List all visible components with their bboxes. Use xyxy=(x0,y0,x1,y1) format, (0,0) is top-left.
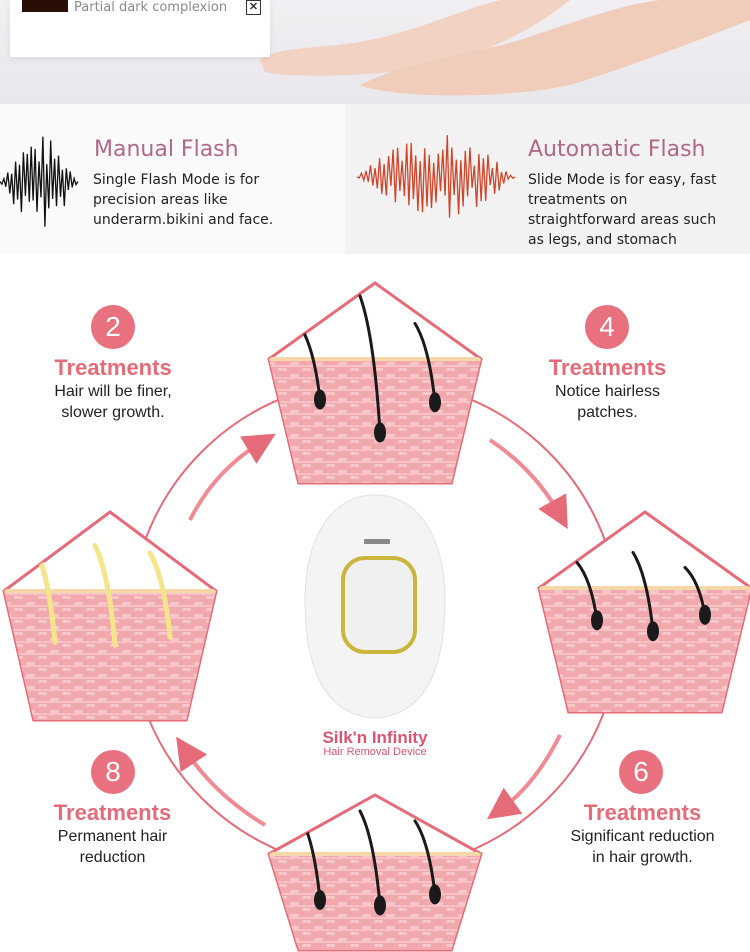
hair-follicle xyxy=(429,392,441,413)
arrow-icon xyxy=(486,734,562,820)
hair-follicle xyxy=(374,895,386,916)
desc-line: Notice hairless xyxy=(555,383,660,400)
step-title: Treatments xyxy=(54,355,172,380)
hair-strand xyxy=(358,294,382,434)
hair-follicle xyxy=(314,889,326,910)
desc-line: patches. xyxy=(577,404,638,421)
desc-line: Permanent hair xyxy=(57,828,168,845)
skin-layer xyxy=(539,590,750,712)
device-image xyxy=(304,494,446,719)
hair-follicle xyxy=(314,389,326,410)
hair-follicle xyxy=(374,422,386,443)
step-number-badge: 6 xyxy=(619,750,663,794)
automatic-flash-desc: Slide Mode is for easy, fast treatments … xyxy=(528,170,717,250)
not-suitable-icon: ✕ xyxy=(246,0,261,15)
complexion-swatch xyxy=(22,0,68,12)
hair-strand xyxy=(92,543,118,648)
hair-strand xyxy=(631,551,655,633)
desc-line: Slide Mode is for easy, fast xyxy=(528,172,717,188)
desc-line: Hair will be finer, xyxy=(54,383,172,400)
hair-strand xyxy=(413,322,437,404)
hair-follicle xyxy=(591,610,603,631)
device-subtitle: Hair Removal Device xyxy=(323,746,427,758)
step-desc: Notice hairless patches. xyxy=(540,381,675,423)
step-2: 2 Treatments Hair will be finer, slower g… xyxy=(48,305,178,423)
desc-line: as legs, and stomach xyxy=(528,232,677,248)
step-title: Treatments xyxy=(53,800,172,825)
desc-line: reduction xyxy=(79,849,146,866)
desc-line: straightforward areas such xyxy=(528,212,717,228)
arrow-icon xyxy=(188,433,276,521)
automatic-wave-icon xyxy=(357,135,516,218)
pentagon-left xyxy=(2,510,218,722)
flash-modes-section: Manual Flash Single Flash Mode is for pr… xyxy=(0,104,750,254)
cycle-arrows xyxy=(176,433,568,827)
desc-line: Significant reduction xyxy=(570,828,715,845)
arrow-icon xyxy=(488,438,568,529)
desc-line: treatments on xyxy=(528,192,628,208)
manual-flash-title: Manual Flash xyxy=(94,137,239,162)
pentagon-top xyxy=(267,281,483,485)
hair-strand xyxy=(147,550,173,640)
feet-illustration xyxy=(260,0,750,96)
pentagon-bottom xyxy=(267,793,483,952)
arrow-icon xyxy=(176,736,267,827)
device-name: Silk'n Infinity xyxy=(322,728,428,747)
desc-line: slower growth. xyxy=(61,404,165,421)
step-desc: Hair will be finer, slower growth. xyxy=(48,381,178,423)
hair-follicle xyxy=(699,604,711,625)
step-desc: Significant reduction in hair growth. xyxy=(555,826,730,868)
complexion-label: Partial dark complexion xyxy=(74,0,228,15)
complexion-card: Partial dark complexion ✕ xyxy=(10,0,270,57)
step-title: Treatments xyxy=(583,800,702,825)
step-4: 4 Treatments Notice hairless patches. xyxy=(540,305,675,423)
step-number-badge: 8 xyxy=(91,750,135,794)
desc-line: underarm.bikini and face. xyxy=(93,212,274,228)
automatic-flash-panel: Automatic Flash Slide Mode is for easy, … xyxy=(345,104,750,254)
desc-line: in hair growth. xyxy=(592,849,693,866)
step-6: 6 Treatments Significant reduction in hai… xyxy=(555,750,730,868)
automatic-flash-title: Automatic Flash xyxy=(528,137,706,162)
step-title: Treatments xyxy=(548,355,667,380)
step-number-badge: 2 xyxy=(91,305,135,349)
step-number-badge: 4 xyxy=(585,305,629,349)
desc-line: precision areas like xyxy=(93,192,228,208)
hair-follicle xyxy=(429,884,441,905)
hair-strand xyxy=(358,809,382,907)
desc-line: Single Flash Mode is for xyxy=(93,172,260,188)
manual-flash-desc: Single Flash Mode is for precision areas… xyxy=(93,170,273,230)
step-desc: Permanent hair reduction xyxy=(45,826,180,868)
manual-flash-panel: Manual Flash Single Flash Mode is for pr… xyxy=(0,104,345,254)
manual-wave-icon xyxy=(0,136,79,227)
pentagon-right xyxy=(537,510,750,714)
hair-follicle xyxy=(647,621,659,642)
step-8: 8 Treatments Permanent hair reduction xyxy=(45,750,180,868)
